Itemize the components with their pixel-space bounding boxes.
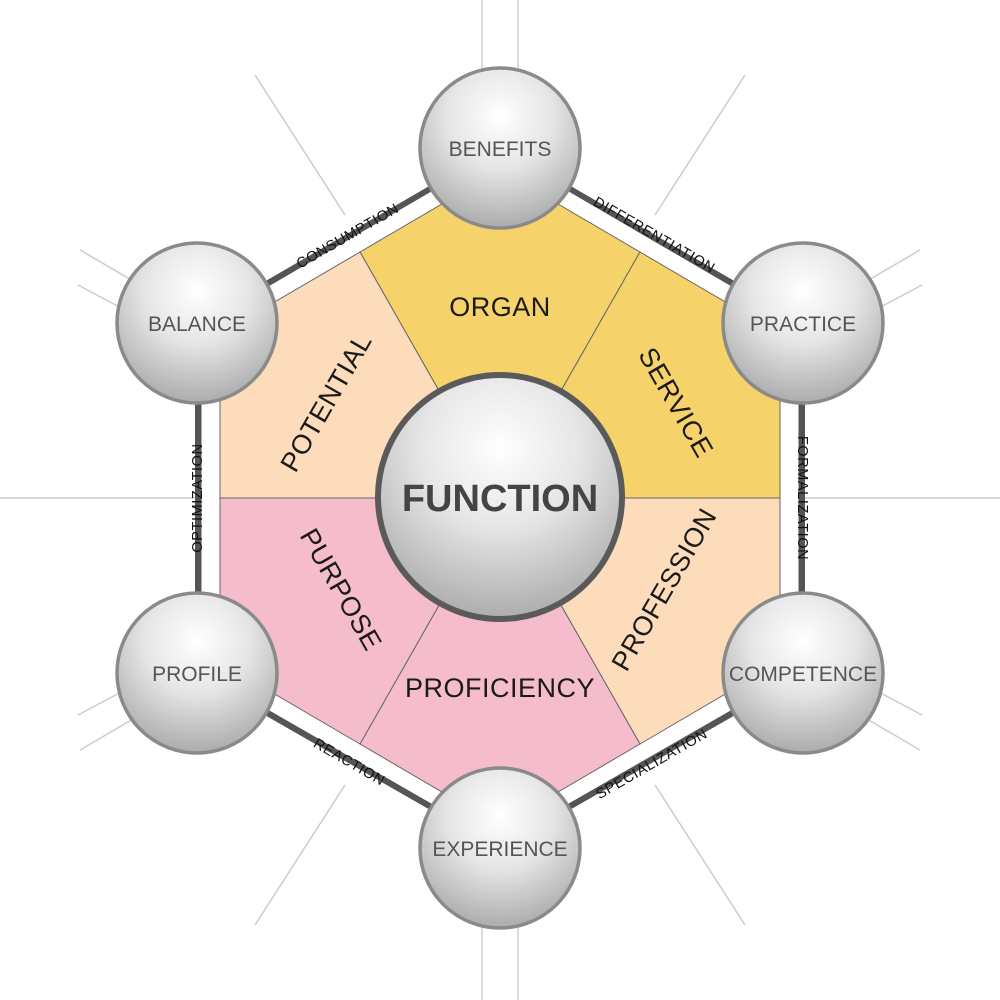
node-benefits: BENEFITS [418,66,582,230]
node-label-benefits: BENEFITS [449,138,552,161]
edge-label-optimization: OPTIMIZATION [190,443,206,552]
segment-label-proficiency: PROFICIENCY [405,673,595,703]
center-label: FUNCTION [402,478,598,520]
node-practice: PRACTICE [721,241,885,405]
node-experience: EXPERIENCE [418,766,582,930]
node-label-balance: BALANCE [148,313,246,336]
node-competence: COMPETENCE [721,591,885,755]
segments [219,169,781,827]
center-node: FUNCTION [375,372,625,622]
node-balance: BALANCE [115,241,279,405]
node-profile: PROFILE [115,591,279,755]
segment-label-organ: ORGAN [449,292,551,322]
node-label-competence: COMPETENCE [729,663,877,686]
edge-label-formalization: FORMALIZATION [794,436,810,560]
node-label-practice: PRACTICE [750,313,856,336]
node-label-profile: PROFILE [152,663,242,686]
node-label-experience: EXPERIENCE [432,838,567,861]
